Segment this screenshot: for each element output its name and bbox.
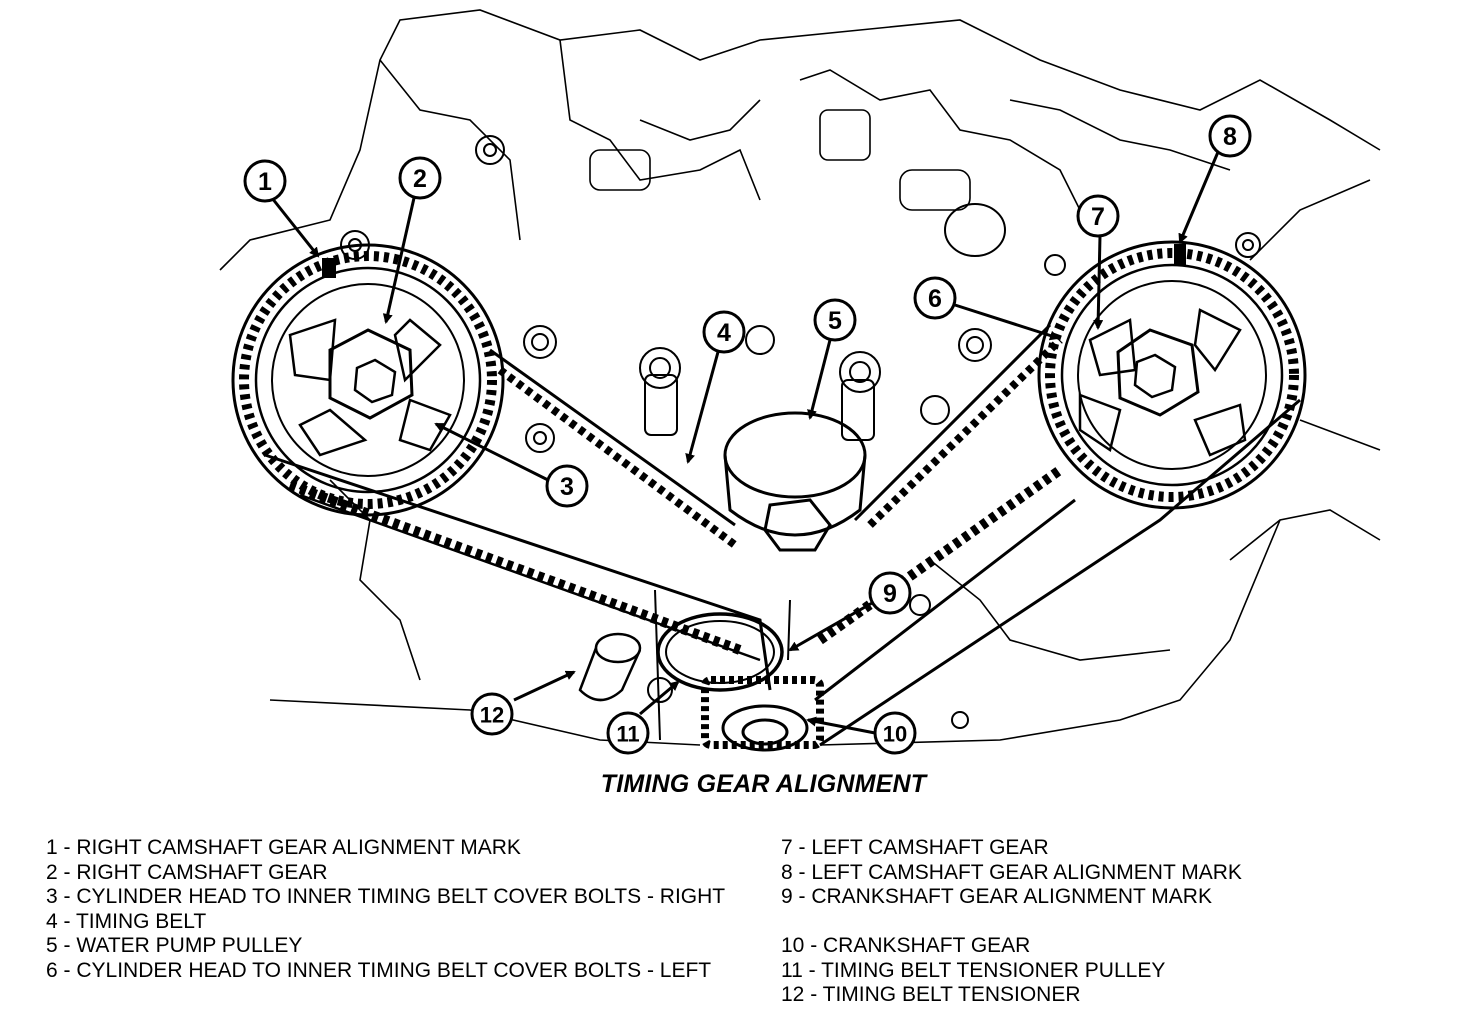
callout-label-2: 2 <box>413 165 427 193</box>
water-pump-pulley <box>723 411 867 552</box>
legend-item-12: 12 - TIMING BELT TENSIONER <box>781 983 1081 1006</box>
legend-item-4: 4 - TIMING BELT <box>46 909 207 933</box>
callout-label-4: 4 <box>717 319 731 347</box>
legend-item-8: 8 - LEFT CAMSHAFT GEAR ALIGNMENT MARK <box>781 860 1242 884</box>
callout-label-12: 12 <box>480 703 504 728</box>
figure-title: TIMING GEAR ALIGNMENT <box>600 770 927 798</box>
callout-10 <box>873 711 917 755</box>
callout-12 <box>470 692 514 736</box>
left-camshaft-gear <box>1037 240 1307 510</box>
tensioner-pulley <box>654 589 791 741</box>
legend-item-7: 7 - LEFT CAMSHAFT GEAR <box>781 836 1049 859</box>
legend-item-5: 5 - WATER PUMP PULLEY <box>46 934 303 957</box>
callout-4 <box>702 310 746 354</box>
callout-label-1: 1 <box>258 168 272 196</box>
callout-label-3: 3 <box>560 473 574 501</box>
timing-belt-tensioner <box>578 632 642 702</box>
legend-item-10: 10 - CRANKSHAFT GEAR <box>781 934 1031 957</box>
callout-5 <box>813 298 857 342</box>
left-cam-alignment-mark <box>1174 244 1186 266</box>
callout-label-10: 10 <box>883 722 907 747</box>
callout-label-6: 6 <box>928 285 942 313</box>
callout-6 <box>913 276 957 320</box>
callout-2 <box>398 156 442 200</box>
right-cam-alignment-mark <box>322 258 336 278</box>
callout-3 <box>545 464 589 508</box>
timing-belt <box>264 323 1301 747</box>
legend-item-11: 11 - TIMING BELT TENSIONER PULLEY <box>781 958 1166 982</box>
legend-item-6: 6 - CYLINDER HEAD TO INNER TIMING BELT C… <box>46 958 712 982</box>
callout-label-5: 5 <box>828 307 842 335</box>
legend-item-9: 9 - CRANKSHAFT GEAR ALIGNMENT MARK <box>781 885 1212 908</box>
legend-right: 7 - LEFT CAMSHAFT GEAR 8 - LEFT CAMSHAFT… <box>781 836 1341 1008</box>
callout-circles <box>243 114 1252 755</box>
timing-diagram: 1 2 3 4 5 6 7 8 9 10 11 12 <box>219 9 1381 755</box>
callout-label-7: 7 <box>1091 203 1105 231</box>
callout-label-9: 9 <box>883 580 897 608</box>
callout-leaders <box>270 151 1220 735</box>
right-camshaft-gear <box>231 243 505 517</box>
callout-7 <box>1076 194 1120 238</box>
callout-label-11: 11 <box>616 722 639 747</box>
callout-11 <box>606 711 650 755</box>
legend-item-3: 3 - CYLINDER HEAD TO INNER TIMING BELT C… <box>46 885 726 908</box>
callout-9 <box>868 571 912 615</box>
callout-8 <box>1208 114 1252 158</box>
legend-item-1: 1 - RIGHT CAMSHAFT GEAR ALIGNMENT MARK <box>46 836 521 859</box>
callout-1 <box>243 159 287 203</box>
legend-item-2: 2 - RIGHT CAMSHAFT GEAR <box>46 860 328 884</box>
callout-label-8: 8 <box>1223 123 1237 151</box>
legend-left: 1 - RIGHT CAMSHAFT GEAR ALIGNMENT MARK 2… <box>46 836 736 983</box>
crankshaft-gear <box>701 676 824 752</box>
